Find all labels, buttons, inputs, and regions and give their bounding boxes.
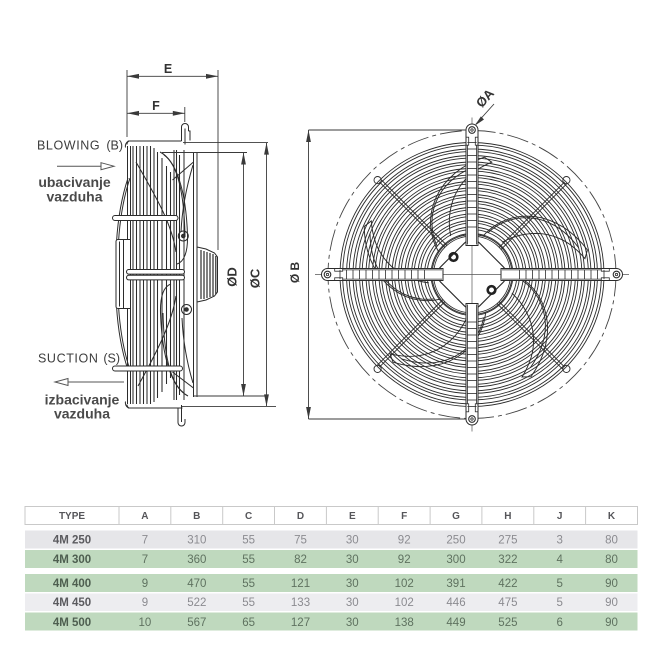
svg-text:449: 449 [446, 617, 465, 629]
svg-text:B: B [193, 511, 200, 522]
svg-text:138: 138 [395, 617, 414, 629]
svg-text:A: A [141, 511, 148, 522]
svg-text:BLOWING: BLOWING [37, 139, 100, 153]
svg-text:F: F [152, 99, 160, 113]
svg-text:ubacivanje: ubacivanje [38, 174, 111, 190]
svg-text:30: 30 [346, 617, 359, 629]
svg-text:90: 90 [605, 578, 618, 590]
svg-text:475: 475 [498, 597, 517, 609]
svg-text:7: 7 [142, 535, 148, 547]
svg-text:H: H [504, 511, 511, 522]
svg-text:90: 90 [605, 597, 618, 609]
svg-text:75: 75 [294, 535, 307, 547]
svg-text:322: 322 [498, 554, 517, 566]
svg-text:ØD: ØD [225, 267, 240, 287]
svg-text:J: J [557, 511, 563, 522]
svg-text:102: 102 [395, 578, 414, 590]
svg-text:250: 250 [446, 535, 465, 547]
svg-text:G: G [452, 511, 460, 522]
svg-text:80: 80 [605, 535, 618, 547]
svg-text:127: 127 [291, 617, 310, 629]
svg-text:55: 55 [242, 578, 255, 590]
svg-text:30: 30 [346, 597, 359, 609]
svg-text:470: 470 [187, 578, 206, 590]
svg-text:360: 360 [187, 554, 206, 566]
svg-text:D: D [297, 511, 304, 522]
svg-text:C: C [245, 511, 252, 522]
svg-text:525: 525 [498, 617, 517, 629]
svg-text:4M 500: 4M 500 [53, 617, 91, 629]
svg-text:446: 446 [446, 597, 465, 609]
svg-text:121: 121 [291, 578, 310, 590]
svg-text:90: 90 [605, 617, 618, 629]
svg-text:391: 391 [446, 578, 465, 590]
svg-text:5: 5 [556, 578, 562, 590]
svg-text:9: 9 [142, 597, 148, 609]
svg-text:92: 92 [398, 535, 411, 547]
svg-text:80: 80 [605, 554, 618, 566]
svg-text:vazduha: vazduha [54, 406, 110, 422]
svg-text:133: 133 [291, 597, 310, 609]
svg-text:3: 3 [556, 535, 562, 547]
svg-text:(S): (S) [103, 352, 120, 366]
svg-text:ØA: ØA [473, 85, 498, 110]
svg-text:30: 30 [346, 554, 359, 566]
svg-text:82: 82 [294, 554, 307, 566]
svg-text:4M 300: 4M 300 [53, 554, 91, 566]
svg-text:55: 55 [242, 554, 255, 566]
svg-text:55: 55 [242, 597, 255, 609]
svg-text:izbacivanje: izbacivanje [45, 392, 120, 408]
svg-text:SUCTION: SUCTION [38, 352, 98, 366]
svg-text:30: 30 [346, 535, 359, 547]
svg-text:vazduha: vazduha [46, 189, 102, 205]
svg-text:F: F [401, 511, 407, 522]
svg-text:4: 4 [556, 554, 563, 566]
svg-text:310: 310 [187, 535, 206, 547]
svg-text:422: 422 [498, 578, 517, 590]
svg-text:TYPE: TYPE [59, 511, 85, 522]
svg-text:5: 5 [556, 597, 562, 609]
svg-text:ØC: ØC [248, 268, 263, 288]
svg-text:567: 567 [187, 617, 206, 629]
svg-text:10: 10 [139, 617, 152, 629]
svg-text:7: 7 [142, 554, 148, 566]
svg-text:E: E [164, 62, 172, 76]
svg-text:275: 275 [498, 535, 517, 547]
svg-text:30: 30 [346, 578, 359, 590]
svg-text:E: E [349, 511, 356, 522]
svg-text:6: 6 [556, 617, 562, 629]
svg-text:9: 9 [142, 578, 148, 590]
svg-text:(B): (B) [106, 139, 123, 153]
svg-text:Ø B: Ø B [288, 262, 302, 284]
svg-text:65: 65 [242, 617, 255, 629]
svg-text:102: 102 [395, 597, 414, 609]
svg-text:92: 92 [398, 554, 411, 566]
svg-text:4M 450: 4M 450 [53, 597, 91, 609]
svg-text:300: 300 [446, 554, 465, 566]
svg-text:522: 522 [187, 597, 206, 609]
svg-text:4M 250: 4M 250 [53, 535, 91, 547]
svg-text:K: K [608, 511, 616, 522]
svg-text:4M 400: 4M 400 [53, 578, 91, 590]
svg-text:55: 55 [242, 535, 255, 547]
